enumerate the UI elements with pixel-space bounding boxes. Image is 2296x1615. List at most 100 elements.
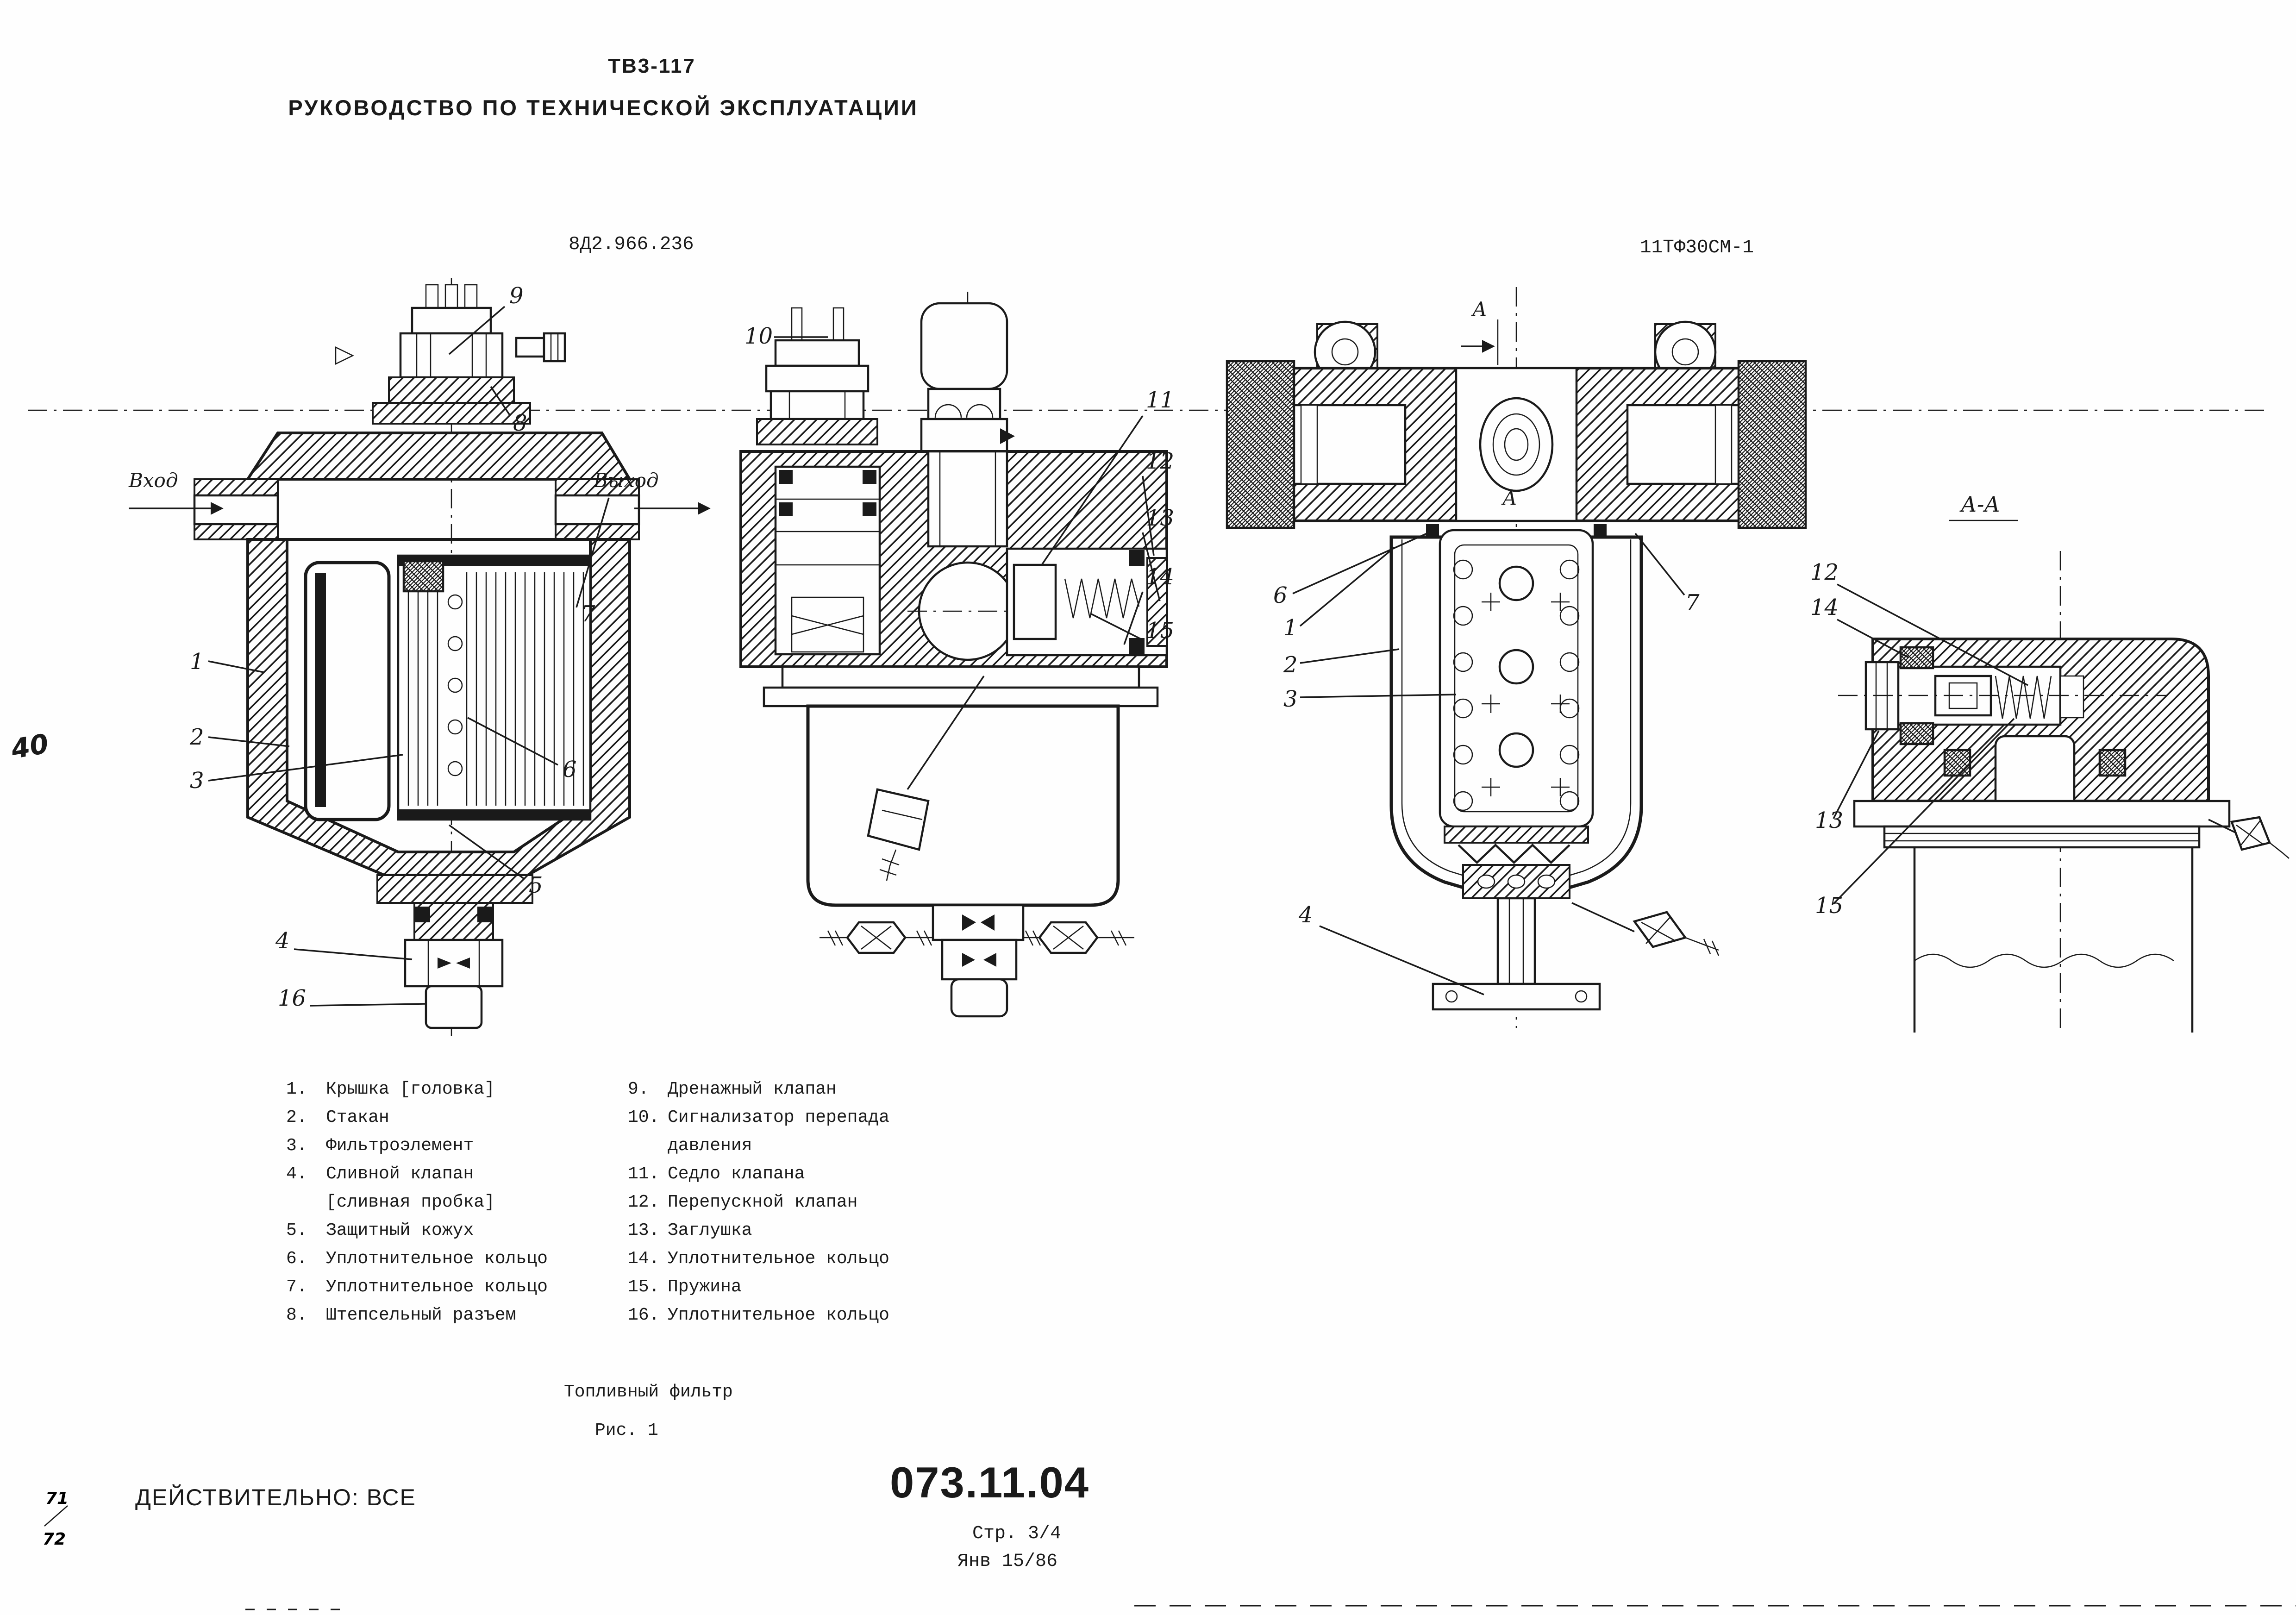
callout-10: 10 [744, 323, 773, 349]
part-label: [сливная пробка] [326, 1192, 495, 1212]
lead-seal [867, 788, 930, 851]
break-line [1914, 953, 2174, 968]
protective-casing [304, 561, 391, 821]
callout-1: 1 [190, 649, 204, 675]
leader-5 [448, 824, 525, 880]
drain-valve-assembly [404, 902, 504, 1029]
figure-number: Рис. 1 [595, 1421, 658, 1440]
margin-fraction-note: 71 72 [43, 1489, 69, 1549]
callout-1b: 1 [1283, 615, 1298, 641]
parts-list-left-column: 1.Крышка [головка] 2.Стакан 3.Фильтроэле… [286, 1075, 548, 1329]
part-number: 7. [286, 1277, 307, 1297]
leader-4b [1319, 925, 1484, 995]
page-title: ТВ3-117 [608, 55, 696, 77]
valve-seat-cavity [1943, 735, 2127, 819]
right-coupling-nut [1737, 360, 1807, 529]
bypass-valve-bore-detail [1838, 646, 2167, 745]
leader-6b [1292, 532, 1427, 595]
inlet-flow-label: Вход [128, 469, 178, 492]
part-number [286, 1188, 326, 1216]
part-number: 12. [628, 1192, 660, 1212]
callout-12b: 12 [1810, 559, 1839, 585]
parts-list-item: 8.Штепсельный разъем [286, 1301, 548, 1329]
figure-diagram-3-t-housing: А А [1226, 287, 1807, 1028]
part-label: Уплотнительное кольцо [326, 1249, 548, 1269]
bowl-bottom-assembly [1432, 826, 1720, 1011]
part-label: Дренажный клапан [668, 1079, 837, 1099]
lockwire-seal-4 [2208, 816, 2290, 859]
callout-3: 3 [190, 768, 204, 794]
leader-7 [576, 497, 610, 608]
leader-16 [310, 1003, 425, 1007]
page-subtitle: РУКОВОДСТВО ПО ТЕХНИЧЕСКОЙ ЭКСПЛУАТАЦИИ [288, 95, 919, 120]
signal-device-bore [774, 465, 881, 656]
outlet-flow-label: Выход [593, 469, 659, 492]
parts-list-item: 6.Уплотнительное кольцо [286, 1245, 548, 1273]
vent-valve-tower [920, 302, 1015, 470]
callout-6: 6 [563, 757, 577, 782]
callout-9: 9 [509, 283, 524, 309]
parts-list-item: 13.Заглушка [628, 1216, 889, 1245]
part-label: Уплотнительное кольцо [326, 1277, 548, 1297]
callout-7b: 7 [1685, 590, 1700, 616]
part-label: Уплотнительное кольцо [668, 1305, 889, 1325]
section-letter-bottom: А [1501, 487, 1517, 509]
parts-list-item: 12. Перепускной клапан [628, 1188, 889, 1216]
leader-15 [1090, 613, 1143, 641]
part-number: 16. [628, 1305, 660, 1325]
part-label: Уплотнительное кольцо [668, 1249, 889, 1269]
part-label: Заглушка [668, 1221, 752, 1240]
leader-1 [208, 660, 264, 673]
center-bore-and-ball [907, 450, 1028, 661]
figure-diagram-4-section-aa: А-А [1810, 492, 2290, 1033]
part-number: 11. [628, 1164, 660, 1184]
callout-14b: 14 [1810, 595, 1839, 620]
leader-14 [1123, 591, 1144, 645]
part-number: 14. [628, 1249, 660, 1269]
filter-head-section [245, 432, 632, 481]
part-number [628, 1132, 668, 1160]
parts-list-right-column: 9.Дренажный клапан 10.Сигнализатор переп… [628, 1075, 889, 1329]
part-label: Стакан [326, 1108, 389, 1127]
leader-12b [1837, 583, 2028, 686]
part-label: Защитный кожух [326, 1221, 474, 1240]
leader-15b [1833, 718, 2015, 905]
ata-chapter-number: 073.11.04 [890, 1458, 1089, 1507]
leader-2b [1300, 648, 1400, 664]
callout-5: 5 [529, 872, 543, 898]
parts-list-item: 3.Фильтроэлемент [286, 1132, 548, 1160]
pressure-signal-device [756, 307, 878, 445]
part-label: Пружина [668, 1277, 742, 1297]
leader-9 [448, 306, 506, 355]
part-number: 1. [286, 1079, 307, 1099]
callout-13b: 13 [1815, 808, 1843, 833]
support-spring [1458, 843, 1570, 864]
callout-2b: 2 [1283, 652, 1298, 678]
callout-15: 15 [1146, 618, 1174, 644]
leader-3 [208, 754, 403, 782]
parts-list-item: 16. Уплотнительное кольцо [628, 1301, 889, 1329]
leader-2 [208, 736, 290, 747]
part-label: Штепсельный разъем [326, 1305, 516, 1325]
callout-15b: 15 [1815, 893, 1843, 919]
leader-8 [490, 386, 511, 416]
lockwire [907, 676, 985, 790]
housing-lower-flange [1853, 800, 2231, 1033]
part-label: Сигнализатор перепада [668, 1108, 889, 1127]
filter-element [397, 554, 592, 821]
leader-4 [294, 948, 413, 960]
margin-note-bottom: 72 [43, 1530, 66, 1549]
margin-note-top: 71 [45, 1489, 69, 1508]
leader-13b [1833, 730, 1880, 819]
drawing-code-right: 11ТФ30СМ-1 [1640, 237, 1754, 258]
part-label: Перепускной клапан [668, 1192, 858, 1212]
part-label: Седло клапана [668, 1164, 805, 1184]
section-letter-top: А [1471, 298, 1487, 320]
callout-7: 7 [581, 601, 595, 627]
external-bowl-view [763, 665, 1159, 907]
leader-13 [1142, 532, 1161, 601]
part-number: 4. [286, 1164, 307, 1184]
part-number: 3. [286, 1136, 307, 1156]
parts-list-item: давления [628, 1132, 889, 1160]
